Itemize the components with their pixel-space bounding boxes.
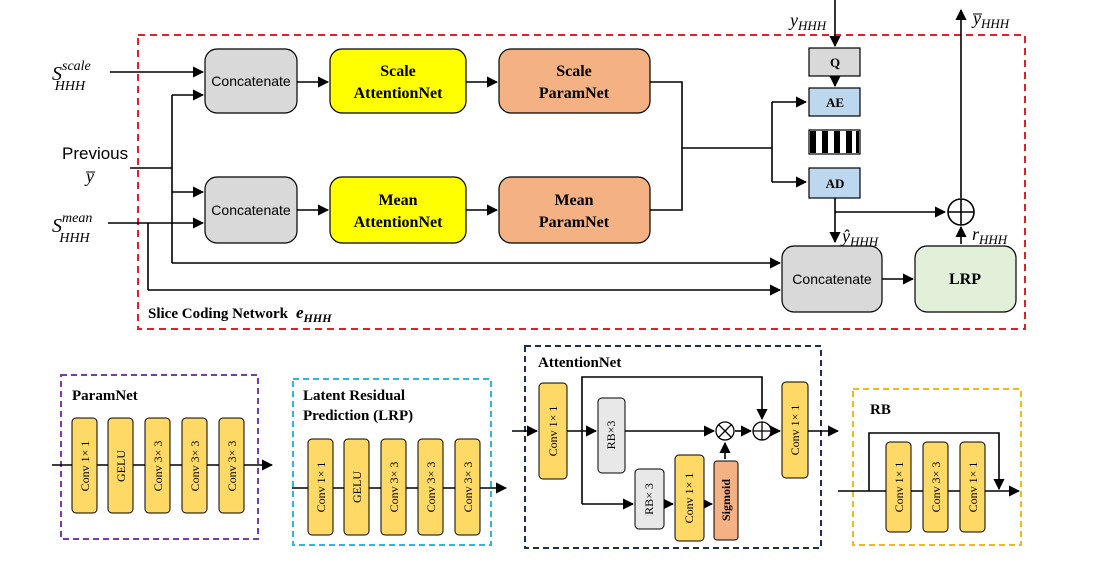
attentionnet-conv-in: Conv 1× 1 xyxy=(538,382,568,480)
mean-attentionnet-block xyxy=(329,176,467,244)
svg-text:Conv 1× 1: Conv 1× 1 xyxy=(314,462,328,513)
input-previous-ybar: y̅ xyxy=(84,166,96,186)
lrp-layer: Conv 1× 1 xyxy=(307,438,334,536)
rb-layer: Conv 3× 3 xyxy=(922,441,949,533)
scale-attentionnet-block xyxy=(329,48,467,114)
concat-scale-block xyxy=(204,48,298,114)
bitstream-icon xyxy=(808,129,861,155)
y-input-label: yHHH xyxy=(788,10,827,33)
attentionnet-rb-bottom: RB× 3 xyxy=(634,468,665,530)
paramnet-layers: Conv 1× 1 GELU Conv 3× 3 Conv 3× 3 Conv … xyxy=(71,417,245,514)
svg-text:Conv 3× 3: Conv 3× 3 xyxy=(424,462,438,513)
rb-layer: Conv 1× 1 xyxy=(959,441,986,533)
paramnet-frame xyxy=(60,374,259,540)
svg-text:Conv 3× 3: Conv 3× 3 xyxy=(151,441,165,492)
attentionnet-conv-mid: Conv 1× 1 xyxy=(674,454,705,542)
arithmetic-encoder-block xyxy=(808,87,861,117)
rb-title: RB xyxy=(870,402,891,418)
svg-text:Conv 3× 3: Conv 3× 3 xyxy=(929,462,943,513)
concat-scale-label: Concatenate xyxy=(211,73,291,89)
add-icon xyxy=(752,421,772,441)
attentionnet-conv-out: Conv 1× 1 xyxy=(781,381,809,479)
paramnet-layer: GELU xyxy=(107,417,134,514)
svg-text:Conv 3× 3: Conv 3× 3 xyxy=(387,462,401,513)
paramnet-layer: Conv 3× 3 xyxy=(144,417,171,514)
attentionnet-connectors xyxy=(512,376,840,510)
arithmetic-encoder-label: AE xyxy=(826,95,844,110)
y-hat-label: ŷHHH xyxy=(840,226,879,249)
svg-text:Conv 3× 3: Conv 3× 3 xyxy=(461,462,475,513)
svg-text:Conv 1× 1: Conv 1× 1 xyxy=(78,441,92,492)
svg-text:Conv 1× 1: Conv 1× 1 xyxy=(892,462,906,513)
quantizer-block xyxy=(808,47,861,77)
svg-text:Conv 3× 3: Conv 3× 3 xyxy=(225,441,239,492)
attentionnet-frame xyxy=(524,345,822,549)
svg-text:Conv 1× 1: Conv 1× 1 xyxy=(966,462,980,513)
arithmetic-decoder-label: AD xyxy=(826,176,845,191)
concat-mean-block xyxy=(204,176,298,244)
svg-text:GELU: GELU xyxy=(114,450,128,482)
sum-icon xyxy=(947,198,975,226)
lrp-layer: Conv 3× 3 xyxy=(417,438,444,536)
concat-mean-label: Concatenate xyxy=(211,202,291,218)
lrp-layer: Conv 3× 3 xyxy=(454,438,481,536)
concat-final-block xyxy=(781,245,883,313)
svg-text:Conv 1× 1: Conv 1× 1 xyxy=(546,406,560,457)
svg-text:Sigmoid: Sigmoid xyxy=(719,479,733,521)
mean-paramnet-block xyxy=(498,176,651,244)
scale-paramnet-block xyxy=(498,48,651,114)
paramnet-layer: Conv 1× 1 xyxy=(71,417,98,514)
arithmetic-decoder-block xyxy=(808,167,861,199)
svg-text:RB× 3: RB× 3 xyxy=(642,483,656,515)
input-previous-label: Previous xyxy=(62,144,128,163)
lrp-layers: Conv 1× 1 GELU Conv 3× 3 Conv 3× 3 Conv … xyxy=(307,438,481,536)
svg-text:GELU: GELU xyxy=(350,471,364,503)
lrp-layer: Conv 3× 3 xyxy=(380,438,407,536)
paramnet-layer: Conv 3× 3 xyxy=(181,417,208,514)
attentionnet-rb-top: RB×3 xyxy=(597,397,626,474)
main-connectors xyxy=(108,0,967,296)
quantizer-label: Q xyxy=(830,55,840,70)
multiply-icon xyxy=(715,421,735,441)
svg-text:RB×3: RB×3 xyxy=(604,421,618,450)
paramnet-title: ParamNet xyxy=(72,388,138,404)
attentionnet-sigmoid: Sigmoid xyxy=(713,460,739,541)
attentionnet-title: AttentionNet xyxy=(538,355,621,371)
rb-layers: Conv 1× 1 Conv 3× 3 Conv 1× 1 xyxy=(885,441,986,533)
concat-final-label: Concatenate xyxy=(792,271,872,287)
svg-text:Conv 1× 1: Conv 1× 1 xyxy=(682,473,696,524)
y-bar-output-label: y̅HHH xyxy=(971,8,1010,31)
svg-text:Conv 1× 1: Conv 1× 1 xyxy=(788,405,802,456)
lrp-frame xyxy=(292,378,492,546)
lrp-block-label: LRP xyxy=(949,271,981,288)
rb-frame xyxy=(852,388,1022,546)
slice-coding-network-frame xyxy=(137,34,1026,330)
r-label: rHHH xyxy=(972,224,1008,247)
lrp-layer: GELU xyxy=(343,438,370,536)
rb-layer: Conv 1× 1 xyxy=(885,441,912,533)
lrp-block xyxy=(914,245,1017,313)
paramnet-layer: Conv 3× 3 xyxy=(218,417,245,514)
svg-text:Conv 3× 3: Conv 3× 3 xyxy=(188,441,202,492)
